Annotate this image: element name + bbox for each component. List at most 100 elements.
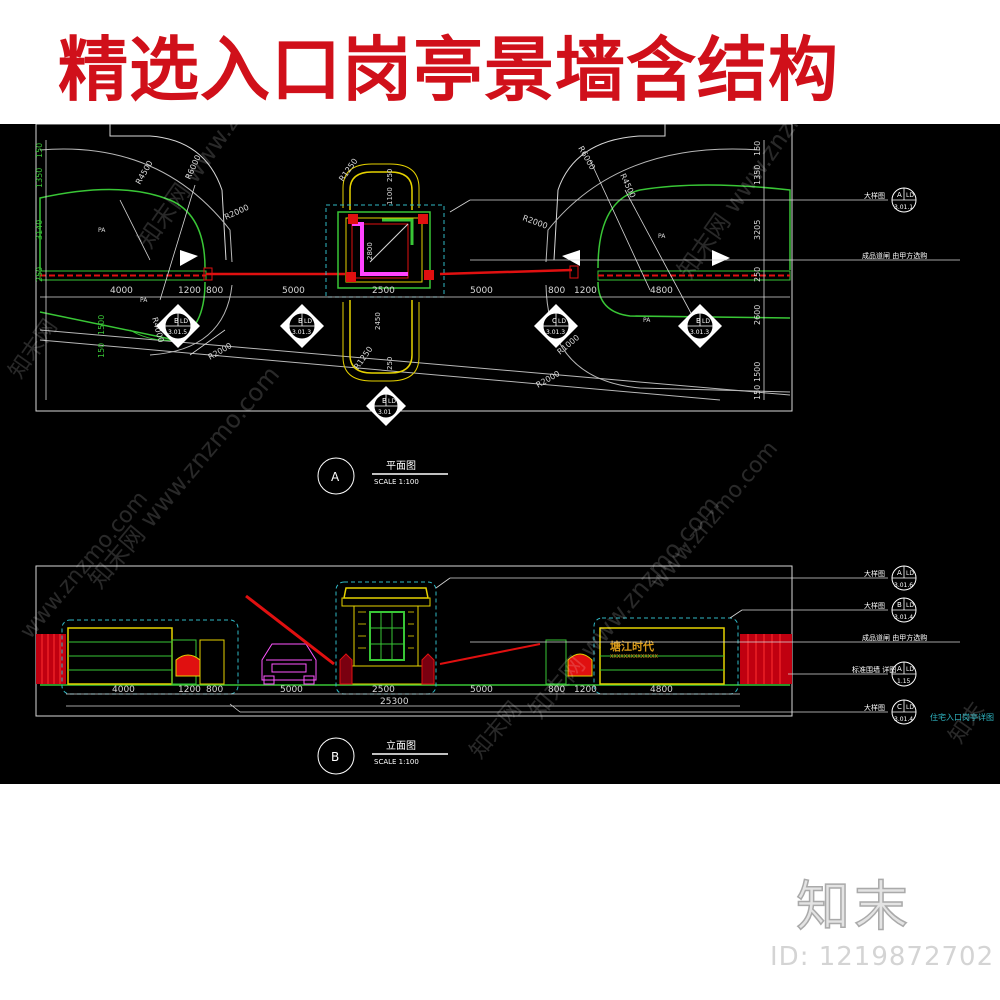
svg-text:A: A xyxy=(897,665,902,673)
detail-bubble: A LD 3.01.6 xyxy=(891,565,917,591)
plan-title-letter: A xyxy=(331,470,340,484)
detail-bubble: C LD 3.01.4 xyxy=(891,699,917,725)
detail-bubble: A LD 1.15 xyxy=(891,661,917,687)
watermark-text: 知末网 xyxy=(465,697,527,764)
svg-text:LD: LD xyxy=(388,398,396,405)
callout-label: 大样图 xyxy=(864,703,885,712)
booth-dim-label: 2800 xyxy=(366,242,374,260)
detail-bubble: B LD 3.01.4 xyxy=(891,597,917,623)
watermark-text: 知末 xyxy=(944,698,990,748)
elevation-dim-label: 1200 xyxy=(178,685,201,695)
callout-label: 大样图 xyxy=(864,191,885,200)
svg-text:3.01.5: 3.01.5 xyxy=(168,329,187,336)
side-dim-label: 1350 xyxy=(753,165,762,185)
svg-text:C: C xyxy=(897,703,902,711)
plan-dim-label: 800 xyxy=(206,286,223,296)
elevation-total-dim: 25300 xyxy=(380,697,409,707)
svg-text:3.01.6: 3.01.6 xyxy=(894,582,913,589)
plan-title-name: 平面图 xyxy=(386,460,416,472)
plan-title-circle xyxy=(317,457,355,495)
brick-column-right xyxy=(740,634,792,684)
watermark-text: 知末网 www.znzmo.com xyxy=(83,361,285,594)
booth-dim-label: 250 xyxy=(386,357,394,370)
car-illustration xyxy=(261,643,317,685)
svg-text:1.15: 1.15 xyxy=(897,678,911,685)
radius-label: R4500 xyxy=(134,159,155,186)
elevation-dim-label: 4000 xyxy=(112,685,135,695)
side-dim-label: 150 xyxy=(753,141,762,156)
svg-text:3.01.3: 3.01.3 xyxy=(546,329,565,336)
svg-text:B: B xyxy=(298,317,303,325)
svg-text:3.01.1: 3.01.1 xyxy=(894,204,913,211)
pa-label: PA xyxy=(98,227,106,234)
radius-label: R6000 xyxy=(576,145,597,172)
elevation-scale: SCALE 1:100 xyxy=(374,758,419,766)
side-dim-label: 1500 xyxy=(97,315,106,335)
radius-label: R2000 xyxy=(535,369,562,390)
svg-text:B: B xyxy=(174,317,179,325)
detail-bubble: A LD 3.01.1 xyxy=(891,187,917,213)
wall-sign-subtext: XXXXXXXXXXXXXX xyxy=(610,654,659,660)
elevation-title-circle xyxy=(317,737,355,775)
watermark-text: www.znzmo.com xyxy=(645,436,783,593)
svg-text:3.01.4: 3.01.4 xyxy=(894,716,913,723)
elevation-dim-label: 5000 xyxy=(470,685,493,695)
svg-text:LD: LD xyxy=(906,192,914,199)
svg-text:3.01.3: 3.01.3 xyxy=(292,329,311,336)
barrier-arm-lowered xyxy=(439,643,541,665)
plan-frame xyxy=(35,123,793,412)
side-dim-label: 250 xyxy=(35,267,44,282)
booth-dim-label: 2450 xyxy=(374,312,382,330)
elevation-dim-label: 5000 xyxy=(280,685,303,695)
watermark-text: 知末网 xyxy=(4,315,62,383)
radius-label: R4500 xyxy=(618,172,637,199)
svg-text:A: A xyxy=(897,569,902,577)
side-dim-label: 3140 xyxy=(35,220,44,240)
section-marker: C LD 3.01.3 xyxy=(534,304,578,348)
plan-scale: SCALE 1:100 xyxy=(374,478,419,486)
svg-text:3.01.3: 3.01.3 xyxy=(690,329,709,336)
side-dim-label: 3205 xyxy=(753,220,762,240)
svg-text:3.01.4: 3.01.4 xyxy=(894,614,913,621)
callout-label: 大样图 xyxy=(864,569,885,578)
elevation-title-letter: B xyxy=(331,750,339,764)
pa-label: PA xyxy=(643,317,651,324)
page-title: 精选入口岗亭景墙含结构 xyxy=(58,29,839,111)
brick-column-left xyxy=(36,634,66,684)
svg-text:3.01: 3.01 xyxy=(378,409,392,416)
cad-drawing-svg: 4000 1200 800 5000 2500 5000 800 1200 48… xyxy=(4,7,994,775)
side-dim-label: 150 xyxy=(97,343,106,358)
section-marker: B LD 3.01.3 xyxy=(678,304,722,348)
elevation-note: 住宅入口岗亭详图 xyxy=(930,712,994,722)
svg-text:LD: LD xyxy=(304,318,312,325)
side-dim-label: 1350 xyxy=(35,168,44,188)
section-marker: B LD 3.01 xyxy=(366,386,406,426)
svg-text:B: B xyxy=(897,601,902,609)
svg-text:LD: LD xyxy=(906,570,914,577)
plan-dim-label: 800 xyxy=(548,286,565,296)
radius-label: R2000 xyxy=(521,213,548,230)
plan-dim-label: 5000 xyxy=(470,286,493,296)
plan-dim-label: 4000 xyxy=(110,286,133,296)
svg-text:LD: LD xyxy=(702,318,710,325)
side-dim-label: 150 xyxy=(753,385,762,400)
elevation-title-name: 立面图 xyxy=(386,739,416,752)
wall-sign-text: 塘江时代 xyxy=(610,639,654,653)
cad-drawing: 4000 1200 800 5000 2500 5000 800 1200 48… xyxy=(0,7,1000,784)
plan-dim-label: 2500 xyxy=(372,286,395,296)
asset-id: ID: 1219872702 xyxy=(770,942,995,972)
watermarks: 知末网 www.znzmo.com 知末网 www.znzmo.com 知末网 … xyxy=(4,7,990,764)
callout-label: 成品道闸 由甲方选购 xyxy=(862,633,927,642)
pa-label: PA xyxy=(658,233,666,240)
svg-text:LD: LD xyxy=(906,602,914,609)
side-dim-label: 2600 xyxy=(753,305,762,325)
elevation-dim-label: 4800 xyxy=(650,685,673,695)
svg-text:B: B xyxy=(696,317,701,325)
svg-text:LD: LD xyxy=(906,704,914,711)
pa-label: PA xyxy=(140,297,148,304)
elevation-dim-label: 800 xyxy=(206,685,223,695)
elevation-dim-label: 1200 xyxy=(574,685,597,695)
radius-label: R1250 xyxy=(337,157,359,183)
plan-dim-label: 5000 xyxy=(282,286,305,296)
callout-label: 标准围墙 详图 xyxy=(852,665,896,674)
